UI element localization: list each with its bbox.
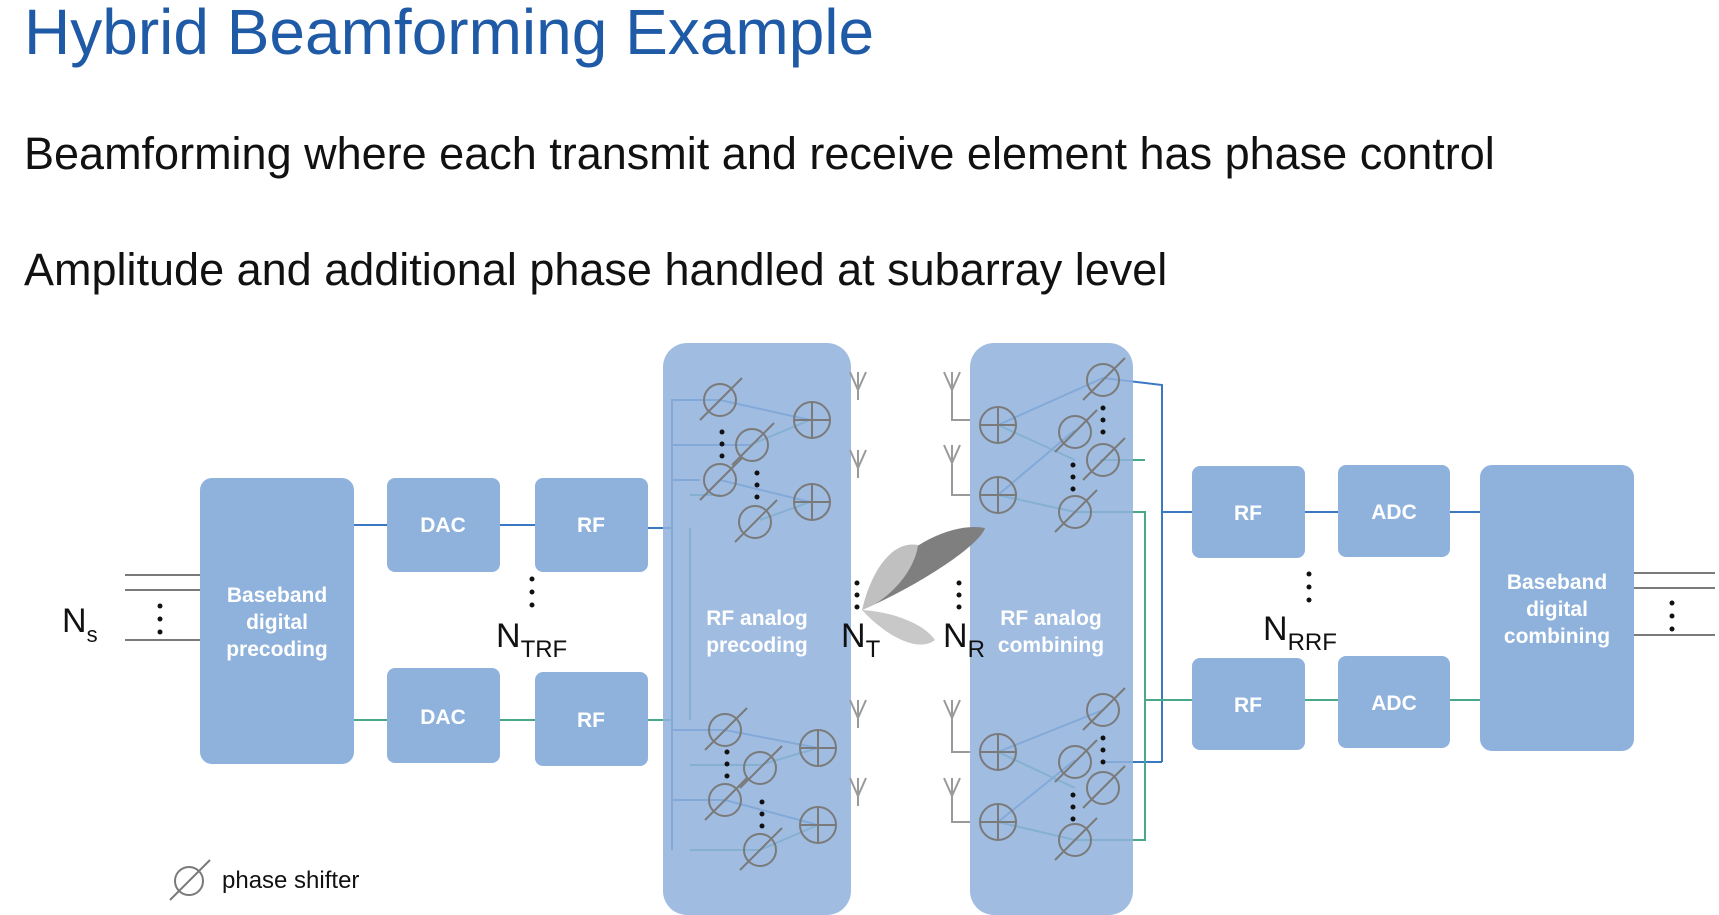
adder-icon	[979, 406, 1017, 444]
svg-text:NT: NT	[841, 617, 881, 663]
rf-analog-combining-line-1: RF analog	[1000, 607, 1102, 630]
phase-shifter-icon	[1082, 765, 1126, 809]
svg-text:NRRF: NRRF	[1263, 610, 1337, 656]
rf-analog-combining-line-2: combining	[998, 634, 1104, 657]
svg-text:Ns: Ns	[62, 602, 98, 647]
phase-shifter-icon	[704, 707, 748, 751]
label-ns: Ns	[62, 602, 98, 647]
beam-pattern-icon	[862, 526, 985, 645]
adc-block-bottom: ADC	[1338, 656, 1450, 748]
rf-analog-combining-block: RF analog combining	[970, 343, 1133, 915]
dac-label-bottom: DAC	[420, 706, 466, 729]
baseband-combining-line-3: combining	[1504, 625, 1610, 648]
rf-analog-precoding-line-2: precoding	[706, 634, 808, 657]
bullet-2: Amplitude and additional phase handled a…	[24, 244, 1168, 295]
rf-label-rx-bottom: RF	[1234, 694, 1262, 717]
label-ntrf: NTRF	[496, 617, 567, 663]
label-ns-main: N	[62, 602, 87, 640]
adder-icon	[979, 476, 1017, 514]
adder-icon	[799, 806, 837, 844]
label-nr-sub: R	[968, 636, 985, 663]
adder-icon	[793, 483, 831, 521]
phase-shifter-icon	[739, 827, 783, 871]
rf-block-tx-top: RF	[535, 478, 648, 572]
rf-block-rx-top: RF	[1192, 466, 1305, 558]
label-nt-main: N	[841, 617, 866, 655]
baseband-combining-line-1: Baseband	[1507, 571, 1607, 594]
phase-shifter-icon	[1082, 437, 1126, 481]
phase-shifter-icon	[704, 777, 748, 821]
baseband-combining-line-2: digital	[1526, 598, 1588, 621]
input-lines	[125, 574, 200, 641]
svg-text:NTRF: NTRF	[496, 617, 567, 663]
baseband-combining-block: Baseband digital combining	[1480, 465, 1634, 751]
svg-text:NR: NR	[943, 617, 985, 663]
phase-shifter-icon	[169, 859, 211, 901]
phase-shifter-icon	[1082, 357, 1126, 401]
baseband-precoding-line-2: digital	[246, 611, 308, 634]
baseband-precoding-block: Baseband digital precoding	[200, 478, 354, 764]
adder-icon	[979, 803, 1017, 841]
legend-text: phase shifter	[222, 867, 359, 894]
dac-label-top: DAC	[420, 514, 466, 537]
adder-icon	[799, 729, 837, 767]
rf-label-tx-bottom: RF	[577, 709, 605, 732]
adc-label-bottom: ADC	[1371, 692, 1417, 715]
rf-label-rx-top: RF	[1234, 502, 1262, 525]
label-ns-sub: s	[87, 622, 98, 647]
label-ntrf-sub: TRF	[521, 636, 568, 663]
slide-title: Hybrid Beamforming Example	[24, 0, 875, 68]
phase-shifter-icon	[699, 457, 743, 501]
rf-block-tx-bottom: RF	[535, 672, 648, 766]
ellipsis-dots	[157, 405, 1675, 829]
rx-antenna-icon	[943, 371, 970, 823]
phase-shifter-icon	[699, 377, 743, 421]
label-nr-main: N	[943, 617, 968, 655]
phase-shifter-icon	[1054, 817, 1098, 861]
phase-shifter-icon	[731, 422, 775, 466]
adc-label-top: ADC	[1371, 501, 1417, 524]
phase-shifter-icon	[1082, 687, 1126, 731]
dac-block-bottom: DAC	[387, 668, 500, 763]
baseband-precoding-line-3: precoding	[226, 638, 328, 661]
rf-label-tx-top: RF	[577, 514, 605, 537]
rf-analog-precoding-line-1: RF analog	[706, 607, 808, 630]
label-nrrf-sub: RRF	[1288, 629, 1337, 656]
label-nrrf-main: N	[1263, 610, 1288, 648]
adder-icon	[793, 401, 831, 439]
tx-antenna-icon	[849, 371, 867, 806]
label-nrrf: NRRF	[1263, 610, 1337, 656]
adc-block-top: ADC	[1338, 465, 1450, 557]
phase-shifter-icon	[1054, 739, 1098, 783]
rf-block-rx-bottom: RF	[1192, 658, 1305, 750]
label-nt: NT	[841, 617, 881, 663]
label-nr: NR	[943, 617, 985, 663]
phase-shifter-icon	[734, 499, 778, 543]
phase-shifter-icon	[1054, 409, 1098, 453]
bullet-1: Beamforming where each transmit and rece…	[24, 128, 1495, 179]
phase-shifter-icon	[739, 745, 783, 789]
legend: phase shifter	[169, 859, 359, 901]
baseband-precoding-line-1: Baseband	[227, 584, 327, 607]
dac-block-top: DAC	[387, 478, 500, 572]
output-lines	[1634, 572, 1715, 636]
label-ntrf-main: N	[496, 617, 521, 655]
label-nt-sub: T	[866, 636, 881, 663]
rx-chain-lines	[1145, 511, 1480, 701]
phase-shifter-icon	[1054, 489, 1098, 533]
adder-icon	[979, 733, 1017, 771]
